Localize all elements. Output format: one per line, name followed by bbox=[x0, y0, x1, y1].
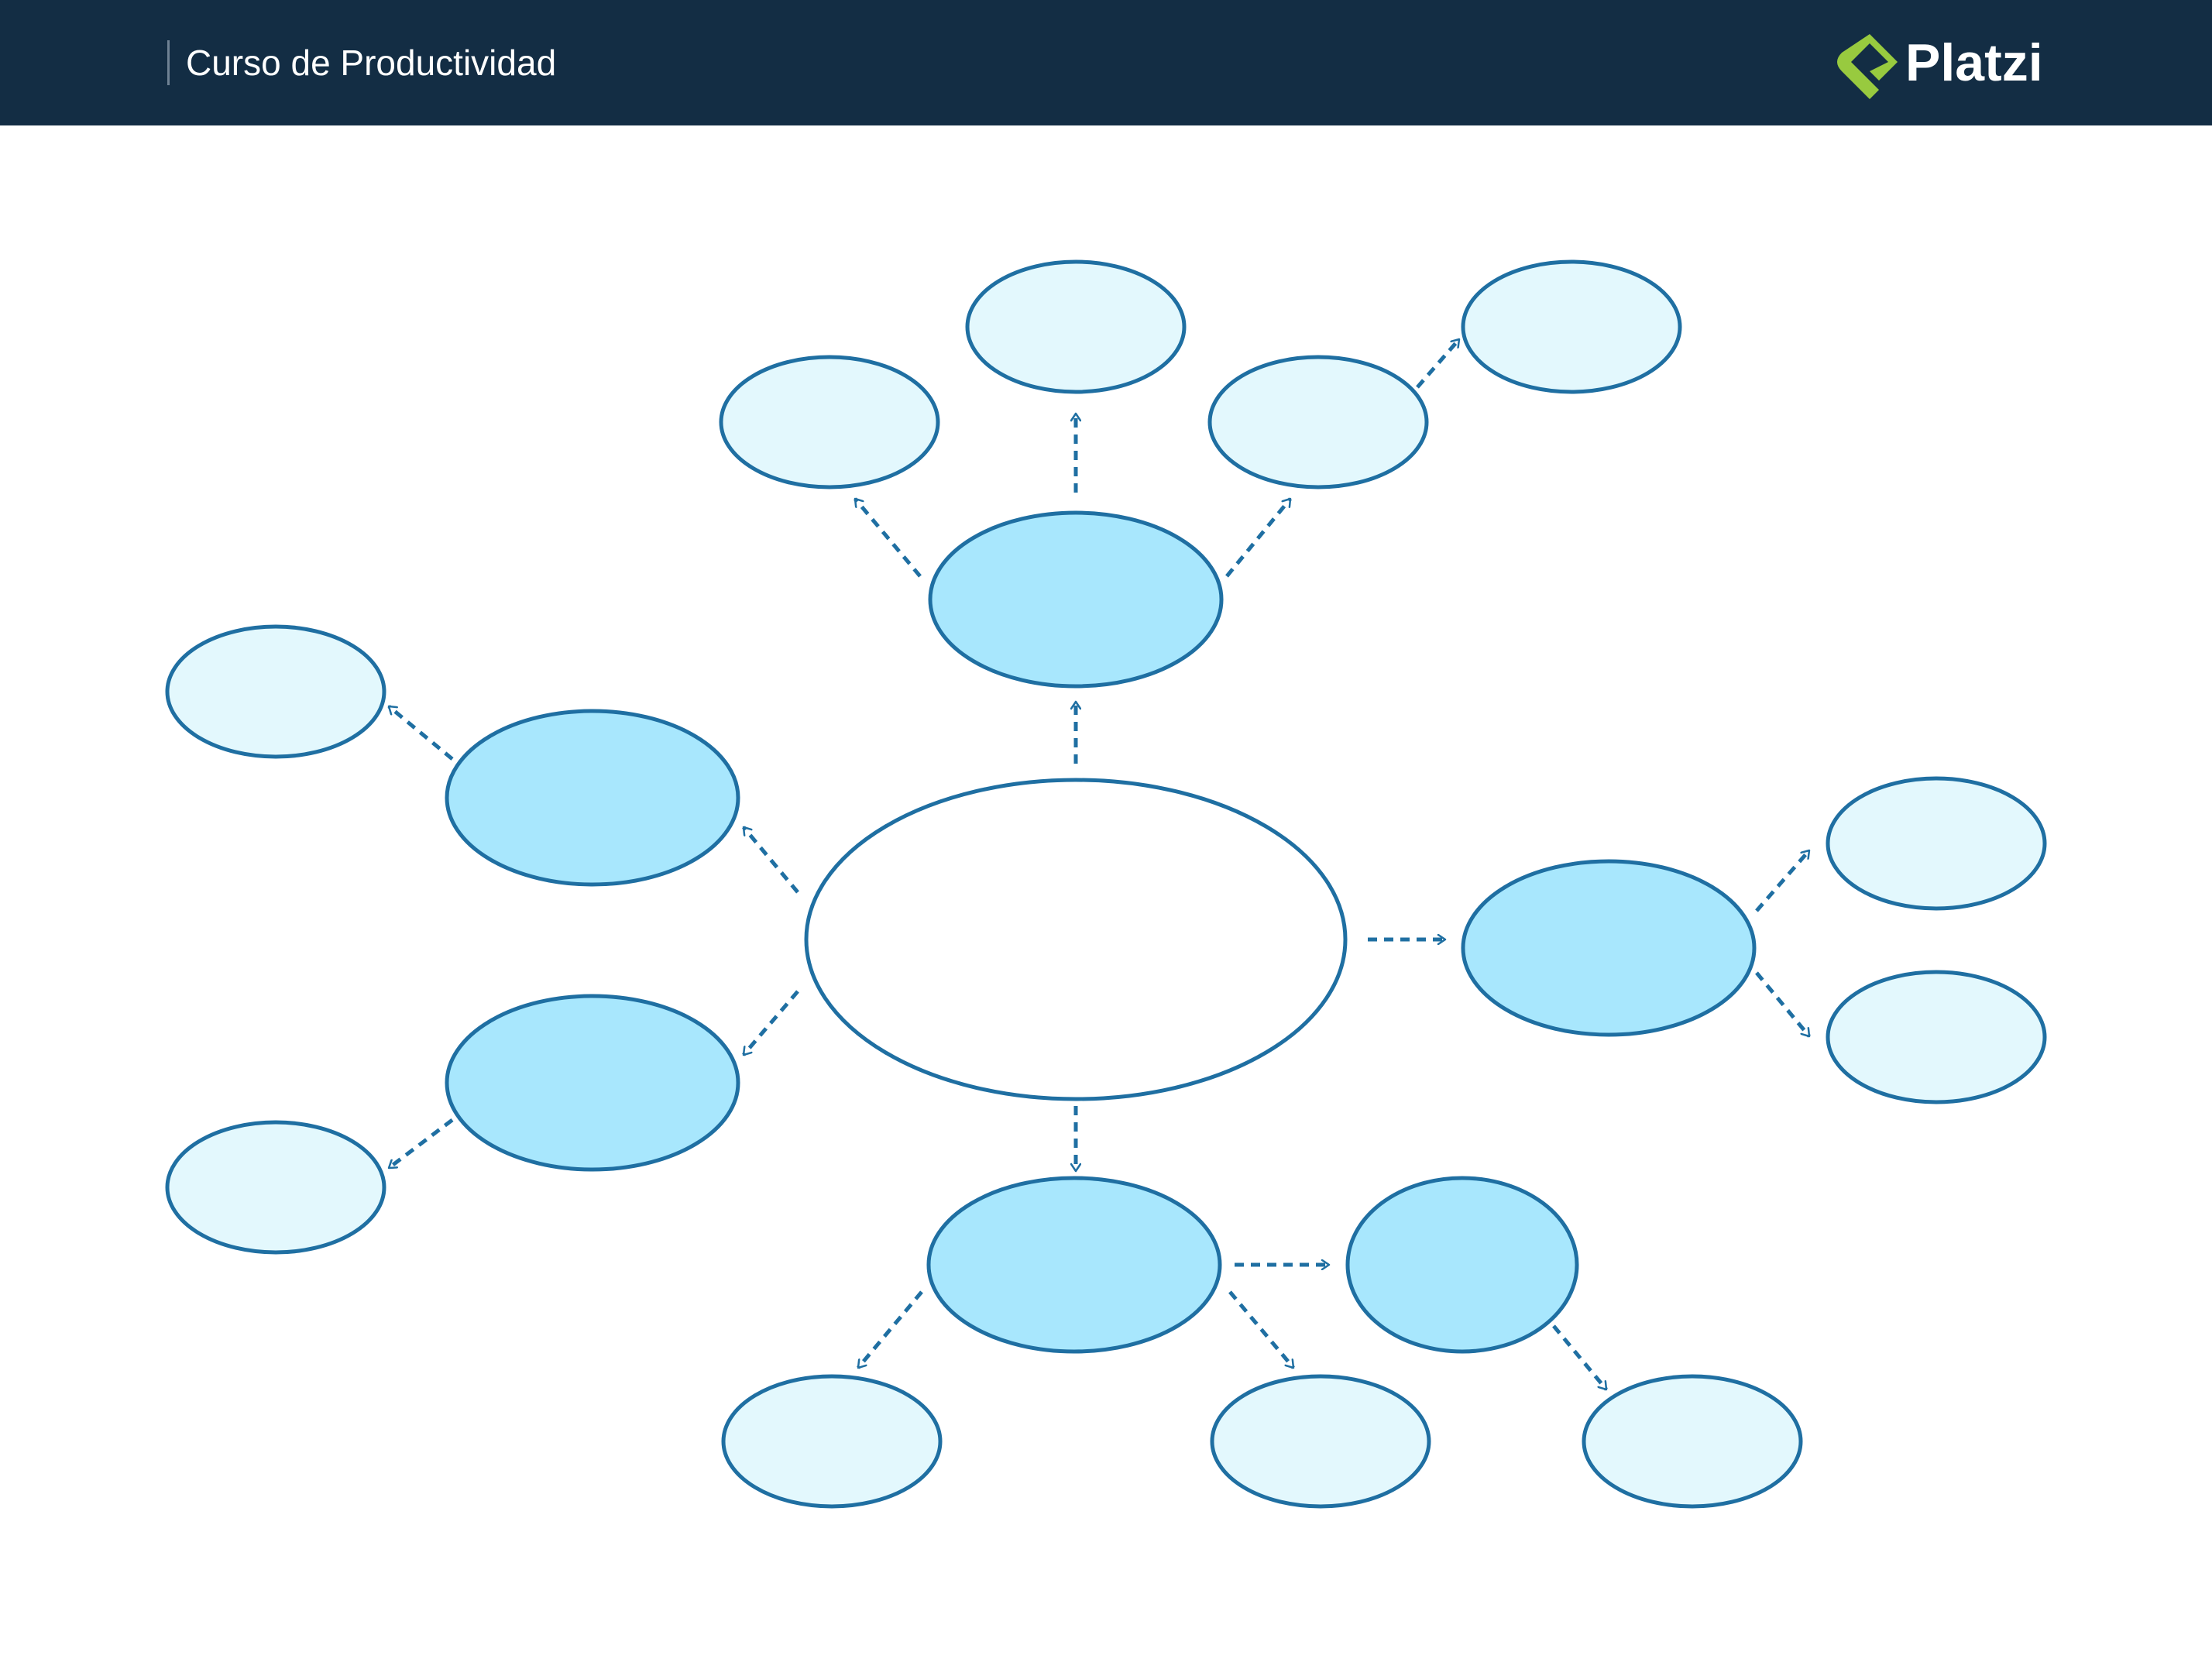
arrow-top-to-top-right bbox=[1225, 497, 1292, 578]
node-bottom-left bbox=[721, 1374, 943, 1509]
node-right-lower bbox=[1826, 970, 2047, 1104]
arrow-center-to-left-lower bbox=[742, 990, 799, 1056]
node-far-left-upper bbox=[165, 624, 386, 759]
connector-arrows bbox=[387, 338, 1811, 1391]
node-top bbox=[928, 510, 1224, 689]
platzi-logo-icon bbox=[1837, 34, 1898, 99]
arrow-bottom-to-bottom-left bbox=[857, 1290, 923, 1369]
node-left-upper bbox=[445, 709, 740, 887]
mind-map-nodes bbox=[165, 259, 2047, 1509]
arrow-right-to-right-lower bbox=[1755, 971, 1811, 1038]
arrow-top-right-to-top-far-right bbox=[1416, 338, 1461, 389]
arrow-left-upper-to-far-left-upper bbox=[387, 705, 454, 761]
arrow-bottom-right-to-bottom-far-right bbox=[1552, 1324, 1608, 1391]
arrow-top-to-top-left bbox=[854, 497, 922, 578]
node-left-lower bbox=[445, 994, 740, 1172]
platzi-logo-text: Platzi bbox=[1905, 33, 2043, 92]
node-bottom-far-right bbox=[1582, 1374, 1803, 1509]
node-center bbox=[804, 778, 1348, 1101]
header-bar: Curso de Productividad Platzi bbox=[0, 0, 2212, 125]
arrow-center-to-left-upper bbox=[742, 826, 799, 894]
course-title: Curso de Productividad bbox=[186, 43, 557, 83]
node-right-upper bbox=[1826, 776, 2047, 911]
node-far-left-lower bbox=[165, 1120, 386, 1255]
node-bottom-middle bbox=[1210, 1374, 1431, 1509]
arrow-right-to-right-upper bbox=[1755, 849, 1811, 912]
header-divider bbox=[167, 40, 170, 85]
node-right bbox=[1461, 859, 1757, 1037]
node-bottom-right bbox=[1345, 1176, 1579, 1354]
arrow-left-lower-to-far-left-lower bbox=[387, 1118, 454, 1170]
arrow-bottom-to-bottom-middle bbox=[1228, 1290, 1295, 1369]
node-bottom bbox=[926, 1176, 1222, 1354]
node-top-left bbox=[719, 355, 940, 489]
node-top-middle bbox=[965, 259, 1187, 394]
node-top-far-right bbox=[1461, 259, 1682, 394]
node-top-right bbox=[1207, 355, 1429, 489]
